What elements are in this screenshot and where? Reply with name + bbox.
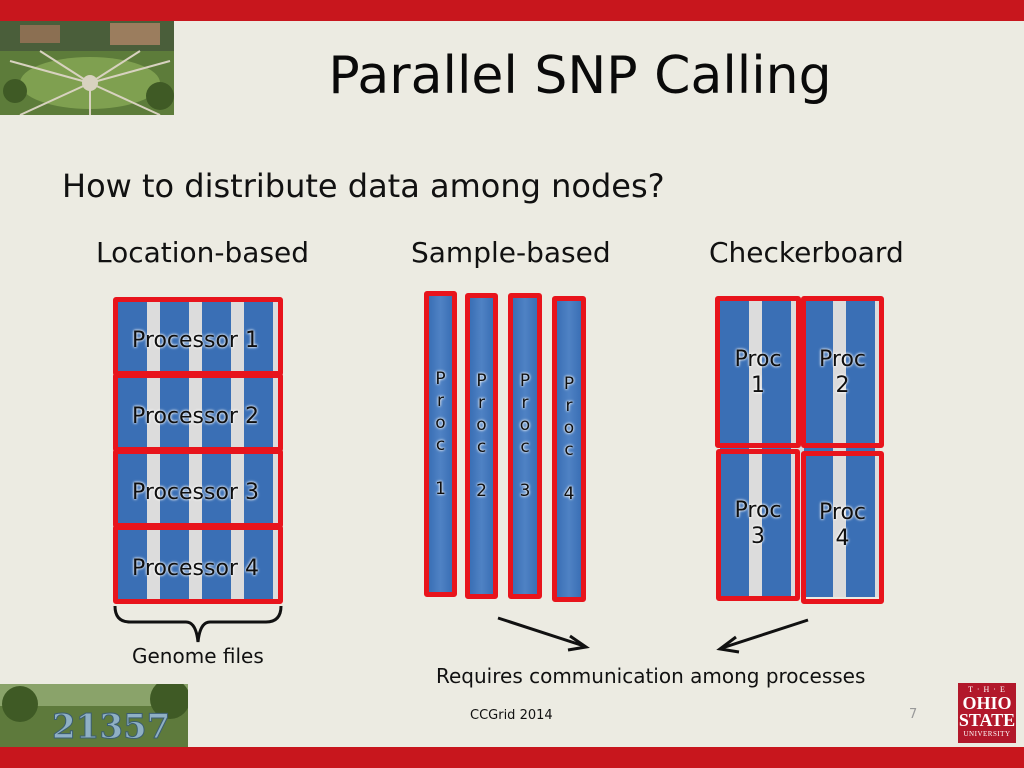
footer-conference: CCGrid 2014 <box>470 708 553 723</box>
bar-number: 4 <box>563 484 575 504</box>
checker-cell-1: Proc 1 <box>715 296 801 448</box>
bar-letter: P <box>435 369 446 389</box>
bar-letter: c <box>476 437 487 457</box>
checker-cell-2: Proc 2 <box>801 296 884 448</box>
campus-photo <box>0 21 174 115</box>
cell-word: Proc <box>819 500 866 525</box>
bar-letter: o <box>519 415 531 435</box>
slide-title: Parallel SNP Calling <box>328 46 832 106</box>
location-row-label: Processor 1 <box>132 328 259 353</box>
genome-files-label: Genome files <box>132 644 264 668</box>
bar-letter: r <box>565 396 573 416</box>
bottom-red-bar <box>0 747 1024 768</box>
bar-letter: o <box>563 418 575 438</box>
cell-word: Proc <box>734 498 782 523</box>
sample-bar-4: P r o c 4 <box>552 296 586 602</box>
arrow-left <box>497 616 585 648</box>
slide-number: 7 <box>909 707 918 722</box>
sample-bar-1: P r o c 1 <box>424 291 457 597</box>
bar-letter: P <box>563 374 575 394</box>
logo-line: UNIVERSITY <box>963 730 1011 738</box>
checker-cell-3: Proc 3 <box>716 449 800 601</box>
sample-based-label: Sample-based <box>411 236 611 269</box>
bar-letter: r <box>478 393 485 413</box>
bar-letter: r <box>437 391 444 411</box>
arrow-right <box>721 618 809 650</box>
location-row-label: Processor 2 <box>132 404 259 429</box>
cell-word: Proc <box>734 347 782 372</box>
logo-line: OHIO <box>962 693 1012 713</box>
top-red-bar <box>0 0 1024 21</box>
location-row-3: Processor 3 <box>113 449 283 528</box>
logo-line: STATE <box>958 710 1016 730</box>
checkerboard-label: Checkerboard <box>709 236 904 269</box>
bar-number: 3 <box>519 481 531 501</box>
slide-subtitle: How to distribute data among nodes? <box>62 167 665 205</box>
cell-number: 3 <box>751 524 765 549</box>
location-row-4: Processor 4 <box>113 525 283 604</box>
sample-bar-3: P r o c 3 <box>508 293 542 599</box>
communication-note: Requires communication among processes <box>436 664 866 688</box>
bar-letter: c <box>435 435 446 455</box>
location-row-label: Processor 3 <box>132 480 259 505</box>
bar-letter: r <box>521 393 529 413</box>
cell-word: Proc <box>819 347 866 372</box>
numbers-sculpture-photo: 21357 <box>0 684 188 747</box>
cell-number: 1 <box>751 373 765 398</box>
bar-letter: o <box>435 413 446 433</box>
sample-bar-2: P r o c 2 <box>465 293 498 599</box>
bar-letter: P <box>519 371 531 391</box>
ohio-state-logo: T · H · E OHIO STATE UNIVERSITY <box>958 683 1016 743</box>
bar-letter: c <box>564 440 574 460</box>
bar-letter: o <box>476 415 487 435</box>
genome-files-brace <box>113 605 283 643</box>
bar-number: 1 <box>435 479 446 499</box>
sculpture-digits: 21357 <box>52 707 170 747</box>
location-row-2: Processor 2 <box>113 373 283 452</box>
location-row-1: Processor 1 <box>113 297 283 376</box>
cell-number: 2 <box>835 373 850 398</box>
bar-number: 2 <box>476 481 487 501</box>
bar-letter: P <box>476 371 487 391</box>
bar-letter: c <box>520 437 530 457</box>
cell-number: 4 <box>835 526 850 551</box>
checker-cell-4: Proc 4 <box>801 451 884 604</box>
logo-line: T · H · E <box>968 685 1006 694</box>
location-based-label: Location-based <box>96 236 310 269</box>
location-row-label: Processor 4 <box>132 556 259 581</box>
communication-arrows <box>497 616 809 654</box>
